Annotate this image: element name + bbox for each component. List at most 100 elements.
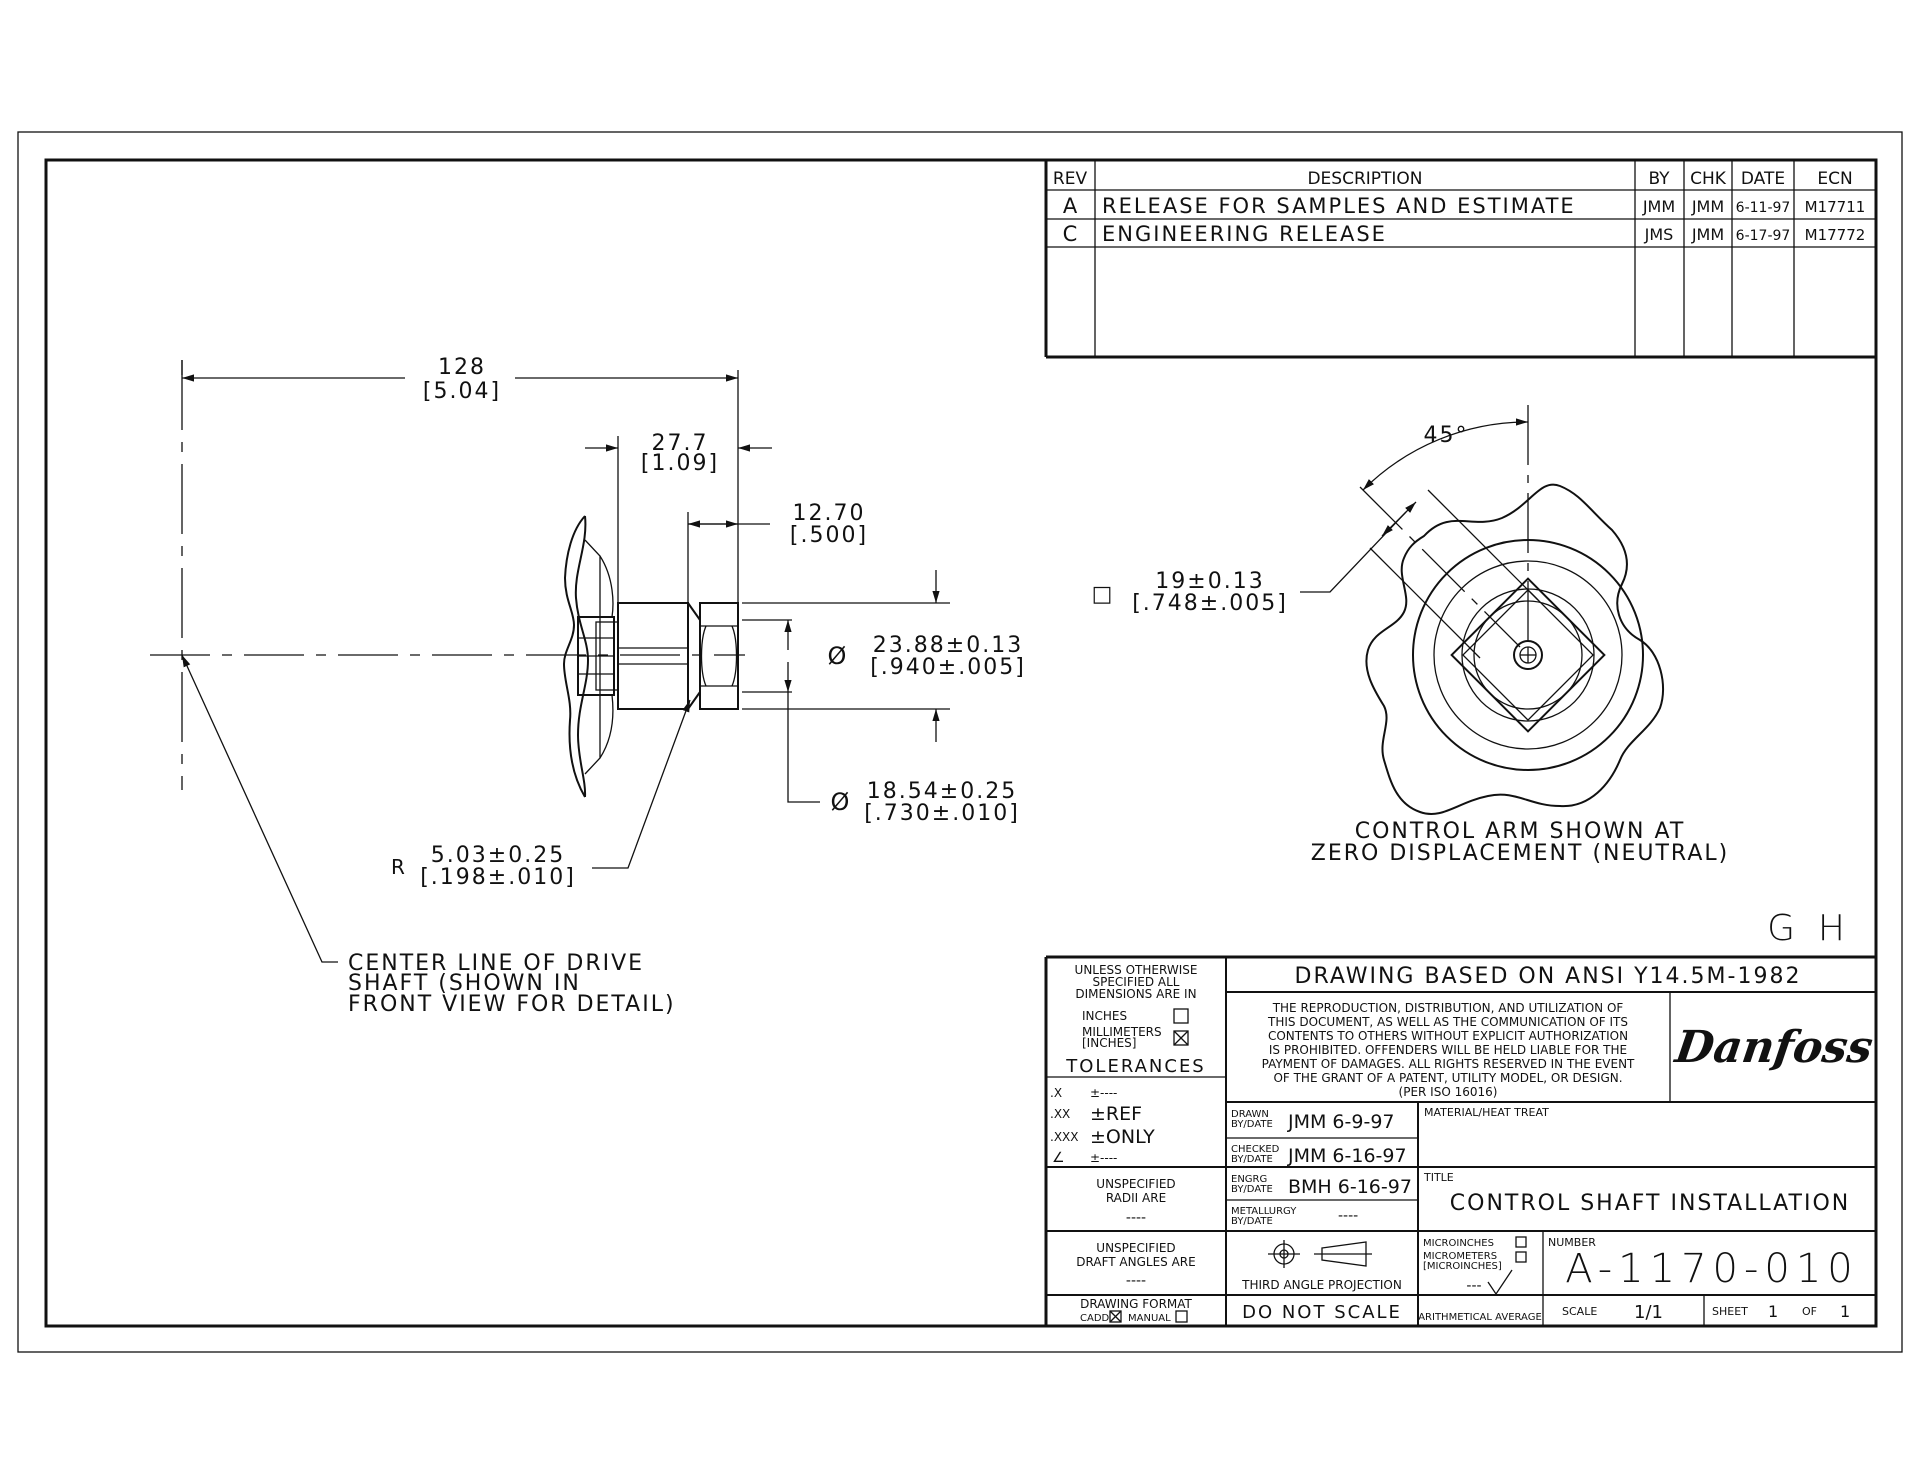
title-label: TITLE: [1423, 1171, 1454, 1184]
front-view: 45° □ 19±0.13 [.748±.005] CONTROL ARM SH…: [1092, 405, 1845, 949]
finish-check-icon: [1487, 1269, 1513, 1296]
outer-border: [17, 131, 1903, 1353]
units-inches-checkbox: [1173, 1008, 1189, 1024]
dim-square-mm: 19±0.13: [1155, 569, 1264, 594]
metallurgy-value: ----: [1338, 1208, 1358, 1224]
units-header-2: SPECIFIED ALL: [1092, 975, 1179, 989]
note-centerline-2: SHAFT (SHOWN IN: [348, 971, 581, 996]
dim-hub-in: [1.09]: [641, 451, 719, 476]
rev-row-a-by: JMM: [1642, 197, 1675, 216]
scale-value: 1/1: [1634, 1302, 1663, 1323]
metallurgy-label-1: METALLURGY: [1231, 1206, 1297, 1217]
tol-x-value: ±----: [1090, 1086, 1117, 1100]
revision-table: REV DESCRIPTION BY CHK DATE ECN A RELEAS…: [1044, 160, 1876, 359]
notice-line-1: THE REPRODUCTION, DISTRIBUTION, AND UTIL…: [1272, 1001, 1624, 1015]
of-value: 1: [1840, 1302, 1850, 1321]
drawn-label-1: DRAWN: [1231, 1109, 1269, 1120]
arith-label: ARITHMETICAL AVERAGE: [1418, 1312, 1542, 1323]
micrometers-checkbox: [1515, 1251, 1527, 1263]
rev-header-ecn: ECN: [1817, 169, 1852, 189]
tol-x-label: .X: [1050, 1086, 1062, 1100]
draft-line-2: DRAFT ANGLES ARE: [1076, 1255, 1195, 1269]
dim-nut-in: [.500]: [790, 523, 868, 548]
units-mm-label: MILLIMETERS: [1082, 1025, 1162, 1039]
units-mm-checkbox: [1173, 1030, 1189, 1046]
format-cadd: CADD: [1080, 1313, 1110, 1324]
hub-body: [617, 602, 689, 710]
micrometers-sub-label: [MICROINCHES]: [1423, 1261, 1502, 1272]
dim-inner-dia-mm: 18.54±0.25: [867, 779, 1017, 804]
rev-header-description: DESCRIPTION: [1307, 169, 1422, 189]
dim-radius-prefix: R: [391, 855, 405, 879]
danfoss-logo: Danfoss: [1670, 1021, 1876, 1073]
dim-square-in: [.748±.005]: [1132, 591, 1288, 616]
projection-symbol: [1268, 1240, 1372, 1268]
rev-row-c-by: JMS: [1644, 225, 1674, 244]
checked-label-2: BY/DATE: [1231, 1154, 1273, 1165]
number-label: NUMBER: [1548, 1236, 1596, 1249]
finish-value: ---: [1466, 1278, 1481, 1294]
rev-header-rev: REV: [1053, 169, 1088, 189]
notice-line-4: IS PROHIBITED. OFFENDERS WILL BE HELD LI…: [1269, 1043, 1627, 1057]
note-control-arm-2: ZERO DISPLACEMENT (NEUTRAL): [1311, 841, 1729, 866]
dim-outer-dia-mm: 23.88±0.13: [873, 633, 1023, 658]
rev-header-date: DATE: [1741, 169, 1785, 189]
rev-row-c-rev: C: [1063, 222, 1078, 246]
rev-row-c-chk: JMM: [1691, 225, 1724, 244]
units-header-3: DIMENSIONS ARE IN: [1075, 987, 1196, 1001]
radii-line-2: RADII ARE: [1106, 1191, 1166, 1205]
side-view: 128 [5.04] 27.7 [1.09] 12.70 [.500] Ø 23…: [150, 355, 1026, 1017]
rev-row-a-ecn: M17711: [1805, 198, 1866, 216]
zone-letters: G H: [1767, 908, 1845, 949]
of-label: OF: [1802, 1305, 1817, 1318]
drawing-title: CONTROL SHAFT INSTALLATION: [1450, 1191, 1850, 1216]
engrg-label-1: ENGRG: [1231, 1174, 1267, 1185]
radii-line-3: ----: [1126, 1210, 1146, 1226]
rev-header-by: BY: [1648, 169, 1670, 189]
units-header-1: UNLESS OTHERWISE: [1075, 963, 1198, 977]
note-centerline-1: CENTER LINE OF DRIVE: [348, 951, 644, 976]
retaining-nut: [699, 602, 739, 710]
tol-angle-value: ±----: [1090, 1151, 1117, 1165]
scale-label: SCALE: [1562, 1305, 1597, 1318]
draft-line-1: UNSPECIFIED: [1096, 1241, 1175, 1255]
draft-line-3: ----: [1126, 1273, 1146, 1289]
format-manual-checkbox: [1175, 1310, 1188, 1323]
dim-radius-in: [.198±.010]: [420, 865, 576, 890]
notice-line-6: OF THE GRANT OF A PATENT, UTILITY MODEL,…: [1273, 1071, 1622, 1085]
rev-header-chk: CHK: [1690, 169, 1727, 189]
dim-hub-mm: 27.7: [652, 431, 709, 456]
do-not-scale: DO NOT SCALE: [1242, 1302, 1402, 1323]
format-label: DRAWING FORMAT: [1080, 1297, 1192, 1311]
arm-outer-profile: [1365, 483, 1664, 815]
radii-line-1: UNSPECIFIED: [1096, 1177, 1175, 1191]
dim-overall-mm: 128: [438, 355, 486, 380]
dim-angle: 45°: [1424, 423, 1469, 448]
microinches-checkbox: [1515, 1236, 1527, 1248]
format-manual: MANUAL: [1128, 1313, 1171, 1324]
tol-xx-label: .XX: [1050, 1107, 1070, 1121]
rev-row-c-date: 6-17-97: [1736, 228, 1791, 244]
dim-radius-mm: 5.03±0.25: [431, 843, 565, 868]
note-control-arm-1: CONTROL ARM SHOWN AT: [1355, 819, 1686, 844]
rev-row-c-ecn: M17772: [1805, 226, 1866, 244]
units-mm-inches-label: [INCHES]: [1082, 1036, 1136, 1050]
rev-row-a-description: RELEASE FOR SAMPLES AND ESTIMATE: [1102, 194, 1576, 218]
checked-label-1: CHECKED: [1231, 1144, 1280, 1155]
material-label: MATERIAL/HEAT TREAT: [1424, 1106, 1549, 1119]
sheet-label: SHEET: [1712, 1305, 1748, 1318]
tol-angle-label: ∠: [1052, 1150, 1065, 1166]
notice-line-7: (PER ISO 16016): [1399, 1085, 1498, 1099]
microinches-label: MICROINCHES: [1423, 1238, 1494, 1249]
dim-square-symbol: □: [1092, 582, 1113, 607]
engrg-label-2: BY/DATE: [1231, 1184, 1273, 1195]
tol-xxx-label: .XXX: [1050, 1130, 1078, 1144]
notice-line-5: PAYMENT OF DAMAGES. ALL RIGHTS RESERVED …: [1262, 1057, 1635, 1071]
dim-outer-dia-in: [.940±.005]: [870, 655, 1026, 680]
dim-inner-dia-symbol: Ø: [831, 788, 850, 816]
drawing-standard: DRAWING BASED ON ANSI Y14.5M-1982: [1295, 964, 1802, 989]
title-block: UNLESS OTHERWISE SPECIFIED ALL DIMENSION…: [1044, 955, 1876, 1326]
sheet-value: 1: [1768, 1302, 1778, 1321]
micrometers-label: MICROMETERS: [1423, 1251, 1497, 1262]
